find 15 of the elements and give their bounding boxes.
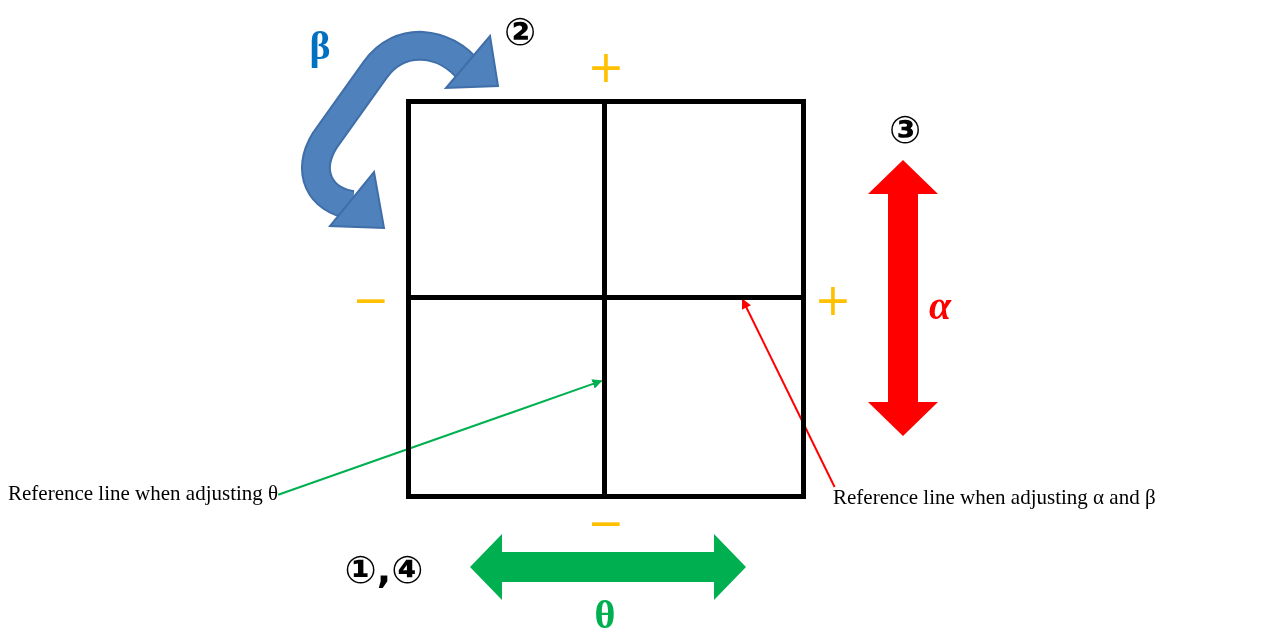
callout-text: Reference line when adjusting θ xyxy=(8,481,279,506)
minus-sign: − xyxy=(352,273,390,325)
step-number: ①,④ xyxy=(344,548,424,592)
greek-letter: θ xyxy=(594,590,616,634)
callout-text: Reference line when adjusting α and β xyxy=(833,485,1156,510)
plus-sign: + xyxy=(814,273,852,325)
greek-letter: α xyxy=(928,281,952,329)
plus-sign: + xyxy=(587,40,625,92)
step-number: ③ xyxy=(888,108,922,152)
leader-line xyxy=(741,298,836,488)
grid-square xyxy=(406,99,806,499)
step-number: ② xyxy=(503,10,537,54)
greek-letter: β xyxy=(309,21,331,69)
minus-sign: − xyxy=(587,496,625,548)
leader-line xyxy=(277,379,603,496)
